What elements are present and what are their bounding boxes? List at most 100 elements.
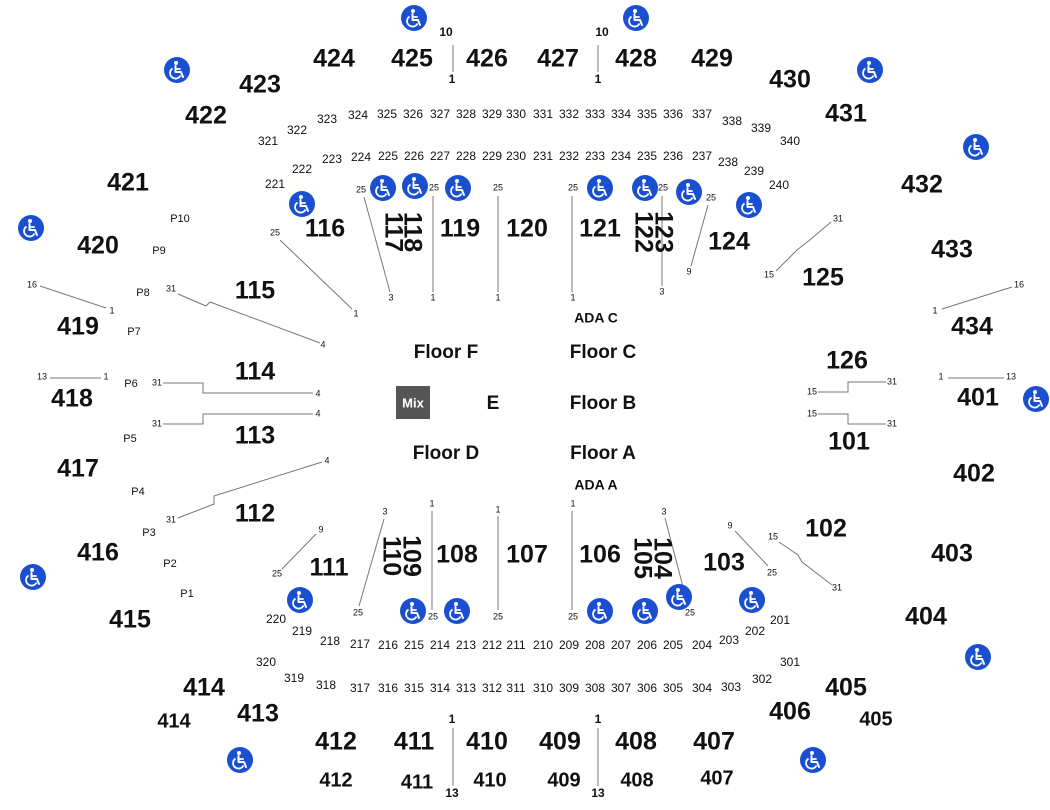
section-413[interactable]: 413 [237, 700, 279, 728]
section-423[interactable]: 423 [239, 71, 281, 99]
wheelchair-icon[interactable] [1023, 386, 1049, 412]
wheelchair-icon[interactable] [401, 5, 427, 31]
section-431[interactable]: 431 [825, 100, 867, 128]
section-119[interactable]: 119 [440, 215, 480, 243]
suite-p9[interactable]: P9 [152, 245, 165, 257]
section-327[interactable]: 327 [430, 107, 450, 121]
section-235[interactable]: 235 [637, 149, 657, 163]
suite-p10[interactable]: P10 [170, 213, 190, 225]
section-223[interactable]: 223 [322, 152, 342, 166]
section-225[interactable]: 225 [378, 149, 398, 163]
section-107[interactable]: 107 [506, 541, 548, 569]
section-339[interactable]: 339 [751, 121, 771, 135]
section-315[interactable]: 315 [404, 681, 424, 695]
section-112[interactable]: 112 [235, 500, 275, 528]
wheelchair-icon[interactable] [289, 191, 315, 217]
wheelchair-icon[interactable] [736, 192, 762, 218]
section-219[interactable]: 219 [292, 624, 312, 638]
wheelchair-icon[interactable] [227, 747, 253, 773]
section-209[interactable]: 209 [559, 638, 579, 652]
section-111[interactable]: 111 [310, 554, 349, 582]
section-234[interactable]: 234 [611, 149, 631, 163]
suite-p5[interactable]: P5 [123, 433, 136, 445]
wheelchair-icon[interactable] [18, 215, 44, 241]
section-118[interactable]: 118 [398, 212, 426, 252]
section-226[interactable]: 226 [404, 149, 424, 163]
section-303[interactable]: 303 [721, 680, 741, 694]
section-331[interactable]: 331 [533, 107, 553, 121]
section-203[interactable]: 203 [719, 633, 739, 647]
section-236[interactable]: 236 [663, 149, 683, 163]
section-312[interactable]: 312 [482, 681, 502, 695]
section-122[interactable]: 122 [629, 211, 657, 253]
floor-floor-a[interactable]: Floor A [570, 443, 636, 464]
floor-e[interactable]: E [487, 393, 500, 414]
wheelchair-icon[interactable] [587, 175, 613, 201]
section-313[interactable]: 313 [456, 681, 476, 695]
section-424[interactable]: 424 [313, 45, 355, 73]
section-406[interactable]: 406 [769, 698, 811, 726]
wheelchair-icon[interactable] [587, 598, 613, 624]
section-308[interactable]: 308 [585, 681, 605, 695]
section-314[interactable]: 314 [430, 681, 450, 695]
section-126[interactable]: 126 [826, 347, 868, 375]
section-401[interactable]: 401 [957, 384, 999, 412]
section-302[interactable]: 302 [752, 672, 772, 686]
wheelchair-icon[interactable] [164, 57, 190, 83]
section-120[interactable]: 120 [506, 215, 548, 243]
floor-floor-f[interactable]: Floor F [414, 342, 478, 363]
section-201[interactable]: 201 [770, 613, 790, 627]
section-434[interactable]: 434 [951, 313, 993, 341]
wheelchair-icon[interactable] [20, 564, 46, 590]
wheelchair-icon[interactable] [444, 598, 470, 624]
section-338[interactable]: 338 [722, 114, 742, 128]
section-222[interactable]: 222 [292, 162, 312, 176]
section-329[interactable]: 329 [482, 107, 502, 121]
section-411[interactable]: 411 [394, 728, 434, 756]
section-326[interactable]: 326 [403, 107, 423, 121]
section-320[interactable]: 320 [256, 655, 276, 669]
section-232[interactable]: 232 [559, 149, 579, 163]
section-217[interactable]: 217 [350, 637, 370, 651]
section-337[interactable]: 337 [692, 107, 712, 121]
section-309[interactable]: 309 [559, 681, 579, 695]
section-311[interactable]: 311 [506, 681, 525, 695]
section-202[interactable]: 202 [745, 624, 765, 638]
section-211[interactable]: 211 [506, 638, 525, 652]
section-121[interactable]: 121 [579, 215, 621, 243]
section-205[interactable]: 205 [663, 638, 683, 652]
wheelchair-icon[interactable] [370, 175, 396, 201]
section-221[interactable]: 221 [265, 177, 285, 191]
section-239[interactable]: 239 [744, 164, 764, 178]
section-105[interactable]: 105 [628, 537, 656, 579]
wheelchair-icon[interactable] [800, 747, 826, 773]
section-428[interactable]: 428 [615, 45, 657, 73]
section-306[interactable]: 306 [637, 681, 657, 695]
section-123[interactable]: 123 [649, 211, 677, 253]
wheelchair-icon[interactable] [676, 179, 702, 205]
section-319[interactable]: 319 [284, 671, 304, 685]
wheelchair-icon[interactable] [965, 644, 991, 670]
section-215[interactable]: 215 [404, 638, 424, 652]
section-208[interactable]: 208 [585, 638, 605, 652]
section-110[interactable]: 110 [377, 536, 405, 576]
section-416[interactable]: 416 [77, 539, 119, 567]
section-332[interactable]: 332 [559, 107, 579, 121]
section-210[interactable]: 210 [533, 638, 553, 652]
section-109[interactable]: 109 [397, 535, 425, 577]
section-426[interactable]: 426 [466, 45, 508, 73]
section-305[interactable]: 305 [663, 681, 683, 695]
section-325[interactable]: 325 [377, 107, 397, 121]
section-101[interactable]: 101 [828, 428, 870, 456]
section-409-alt[interactable]: 409 [547, 769, 580, 791]
section-106[interactable]: 106 [579, 541, 621, 569]
section-321[interactable]: 321 [258, 134, 278, 148]
section-114[interactable]: 114 [235, 358, 275, 386]
section-224[interactable]: 224 [351, 150, 371, 164]
section-318[interactable]: 318 [316, 678, 336, 692]
suite-p1[interactable]: P1 [180, 588, 193, 600]
wheelchair-icon[interactable] [857, 57, 883, 83]
section-117[interactable]: 117 [379, 212, 407, 252]
section-403[interactable]: 403 [931, 540, 973, 568]
section-410-alt[interactable]: 410 [473, 769, 506, 791]
